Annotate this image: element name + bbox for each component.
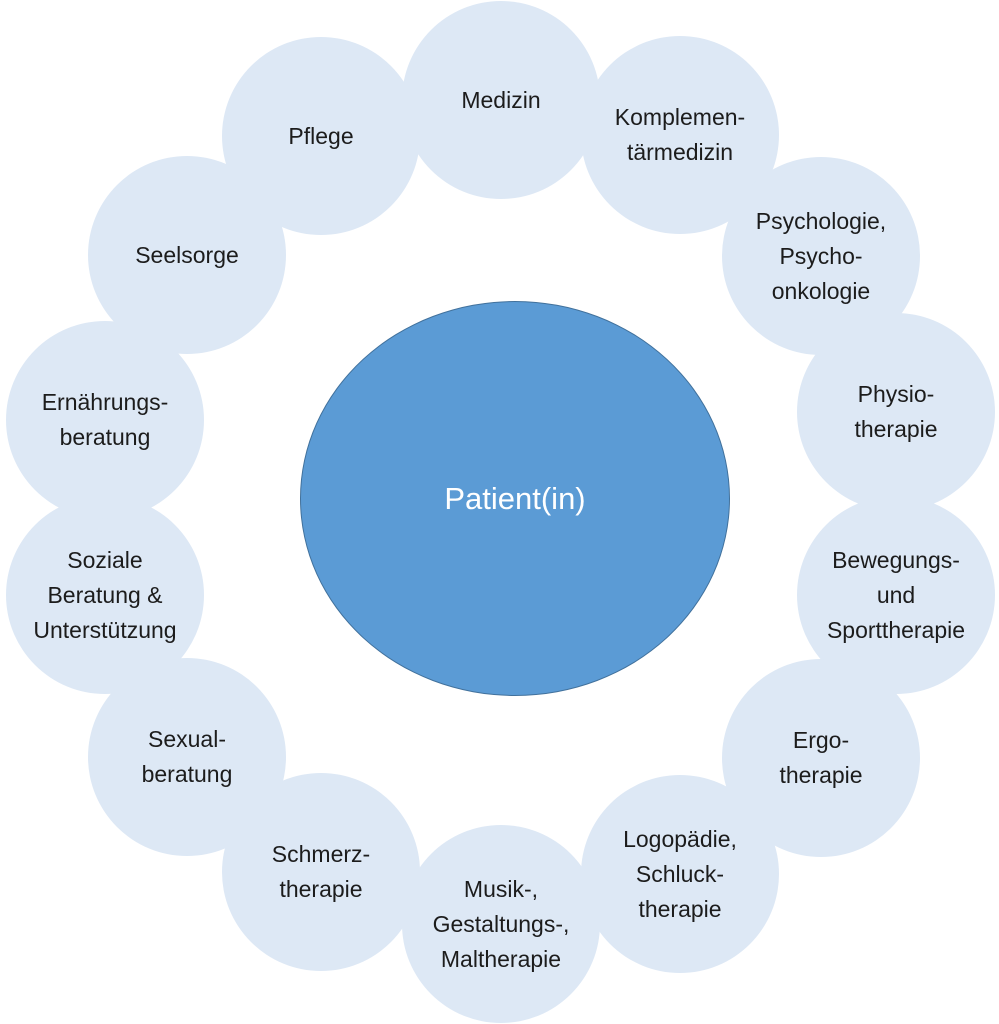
bubble-label: Logopädie, Schluck- therapie — [623, 825, 737, 922]
bubble-pflege: Pflege — [222, 37, 420, 235]
bubble-label: Schmerz- therapie — [271, 841, 371, 902]
bubble-komplementaermedizin: Komplemen- tärmedizin — [581, 36, 779, 234]
bubble-logopaedie: Logopädie, Schluck- therapie — [581, 775, 779, 973]
bubble-label: Pflege — [288, 122, 354, 149]
bubble-label: Psychologie, Psycho- onkologie — [755, 207, 887, 304]
bubble-label: Sexual- beratung — [141, 726, 233, 787]
bubble-medizin: Medizin — [402, 1, 600, 199]
bubble-label: Musik-, Gestaltungs-, Maltherapie — [432, 875, 570, 972]
bubble-label: Medizin — [461, 86, 541, 113]
patient-label: Patient(in) — [444, 480, 586, 516]
bubble-label: Soziale Beratung & Unterstützung — [33, 546, 177, 643]
bubble-label: Ergo- therapie — [779, 727, 863, 788]
bubble-label: Bewegungs- und Sporttherapie — [826, 546, 966, 643]
bubble-soziale-beratung: Soziale Beratung & Unterstützung — [6, 496, 204, 694]
bubble-ernaehrungsberatung: Ernährungs- beratung — [6, 321, 204, 519]
bubble-label: Ernährungs- beratung — [41, 389, 169, 450]
bubble-musiktherapie: Musik-, Gestaltungs-, Maltherapie — [402, 825, 600, 1023]
bubble-label: Physio- therapie — [854, 381, 938, 442]
patient-center-circle: Patient(in) — [300, 301, 730, 696]
bubble-physiotherapie: Physio- therapie — [797, 313, 995, 511]
bubble-label: Seelsorge — [135, 241, 239, 268]
bubble-label: Komplemen- tärmedizin — [614, 104, 746, 165]
